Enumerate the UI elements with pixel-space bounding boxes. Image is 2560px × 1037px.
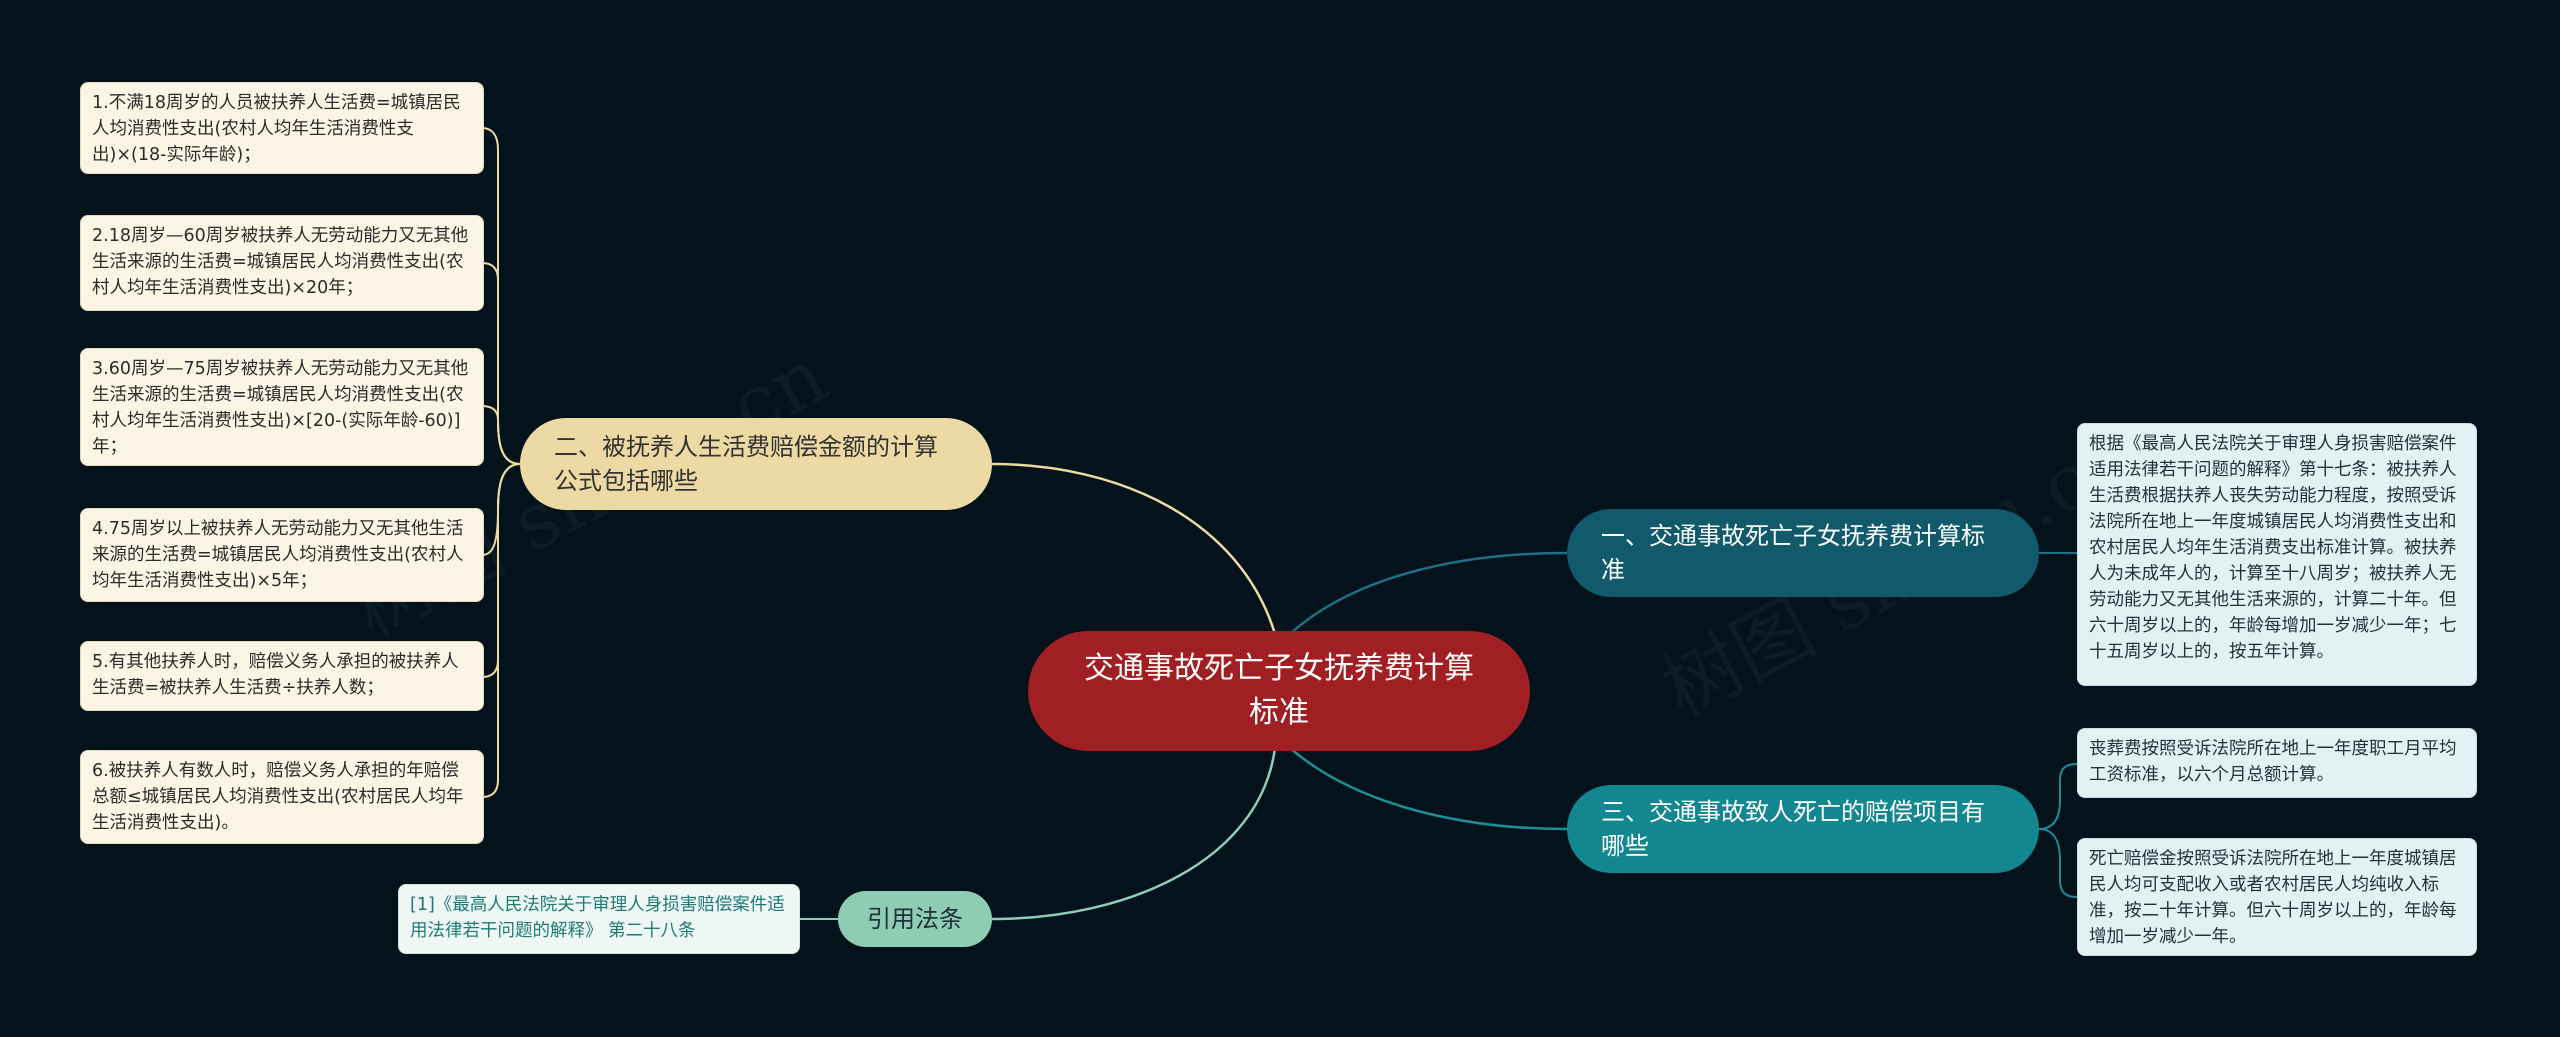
leaf-text: 丧葬费按照受诉法院所在地上一年度职工月平均工资标准，以六个月总额计算。 <box>2089 739 2457 785</box>
leaf-funeral-expenses[interactable]: 丧葬费按照受诉法院所在地上一年度职工月平均工资标准，以六个月总额计算。 <box>2077 728 2477 798</box>
branch-label: 引用法条 <box>867 905 963 933</box>
leaf-cited-article[interactable]: [1]《最高人民法院关于审理人身损害赔偿案件适用法律若干问题的解释》 第二十八条 <box>398 884 800 954</box>
leaf-formula-2[interactable]: 2.18周岁—60周岁被扶养人无劳动能力又无其他生活来源的生活费=城镇居民人均消… <box>80 215 484 311</box>
leaf-text: 5.有其他扶养人时，赔偿义务人承担的被扶养人生活费=被扶养人生活费÷扶养人数； <box>92 652 459 698</box>
link-right3-leaf <box>2038 828 2078 898</box>
leaf-text: 根据《最高人民法院关于审理人身损害赔偿案件适用法律若干问题的解释》第十七条：被扶… <box>2089 434 2457 662</box>
leaf-text: 死亡赔偿金按照受诉法院所在地上一年度城镇居民人均可支配收入或者农村居民人均纯收入… <box>2089 849 2457 947</box>
cited-article-link[interactable]: [1]《最高人民法院关于审理人身损害赔偿案件适用法律若干问题的解释》 第二十八条 <box>410 895 785 941</box>
root-node[interactable]: 交通事故死亡子女抚养费计算标准 <box>1028 631 1530 751</box>
branch-label: 三、交通事故致人死亡的赔偿项目有哪些 <box>1601 798 1985 860</box>
branch-label: 一、交通事故死亡子女抚养费计算标准 <box>1601 522 1985 584</box>
leaf-formula-4[interactable]: 4.75周岁以上被扶养人无劳动能力又无其他生活来源的生活费=城镇居民人均消费性支… <box>80 508 484 602</box>
link-left-bracket <box>481 463 521 556</box>
leaf-formula-6[interactable]: 6.被扶养人有数人时，赔偿义务人承担的年赔偿总额≤城镇居民人均消费性支出(农村居… <box>80 750 484 844</box>
link-root-left <box>991 462 1277 635</box>
leaf-text: 2.18周岁—60周岁被扶养人无劳动能力又无其他生活来源的生活费=城镇居民人均消… <box>92 226 469 298</box>
link-left-bracket <box>481 463 521 798</box>
branch-calculation-formulas[interactable]: 二、被抚养人生活费赔偿金额的计算公式包括哪些 <box>520 418 992 510</box>
leaf-formula-1[interactable]: 1.不满18周岁的人员被扶养人生活费=城镇居民人均消费性支出(农村人均年生活消费… <box>80 82 484 174</box>
leaf-formula-5[interactable]: 5.有其他扶养人时，赔偿义务人承担的被扶养人生活费=被扶养人生活费÷扶养人数； <box>80 641 484 711</box>
link-right3-leaf <box>2038 763 2078 830</box>
branch-label: 二、被抚养人生活费赔偿金额的计算公式包括哪些 <box>554 433 938 495</box>
link-left-bracket <box>481 262 521 465</box>
leaf-text: 6.被扶养人有数人时，赔偿义务人承担的年赔偿总额≤城镇居民人均消费性支出(农村居… <box>92 761 464 833</box>
branch-child-support-standard[interactable]: 一、交通事故死亡子女抚养费计算标准 <box>1567 509 2039 597</box>
leaf-text: 1.不满18周岁的人员被扶养人生活费=城镇居民人均消费性支出(农村人均年生活消费… <box>92 93 461 165</box>
leaf-death-compensation[interactable]: 死亡赔偿金按照受诉法院所在地上一年度城镇居民人均可支配收入或者农村居民人均纯收入… <box>2077 838 2477 956</box>
branch-compensation-items[interactable]: 三、交通事故致人死亡的赔偿项目有哪些 <box>1567 785 2039 873</box>
branch-cited-law[interactable]: 引用法条 <box>838 891 992 947</box>
leaf-interpretation-article-17[interactable]: 根据《最高人民法院关于审理人身损害赔偿案件适用法律若干问题的解释》第十七条：被扶… <box>2077 423 2477 686</box>
link-left-bracket <box>481 463 521 678</box>
link-root-right3 <box>1289 747 1568 831</box>
leaf-text: 3.60周岁—75周岁被扶养人无劳动能力又无其他生活来源的生活费=城镇居民人均消… <box>92 359 469 457</box>
link-left-bracket <box>481 405 521 465</box>
leaf-formula-3[interactable]: 3.60周岁—75周岁被扶养人无劳动能力又无其他生活来源的生活费=城镇居民人均消… <box>80 348 484 466</box>
leaf-text: 4.75周岁以上被扶养人无劳动能力又无其他生活来源的生活费=城镇居民人均消费性支… <box>92 519 464 591</box>
link-root-cite <box>991 747 1277 921</box>
root-title: 交通事故死亡子女抚养费计算标准 <box>1084 651 1474 730</box>
link-root-right1 <box>1289 551 1568 635</box>
link-left-bracket <box>481 127 521 465</box>
